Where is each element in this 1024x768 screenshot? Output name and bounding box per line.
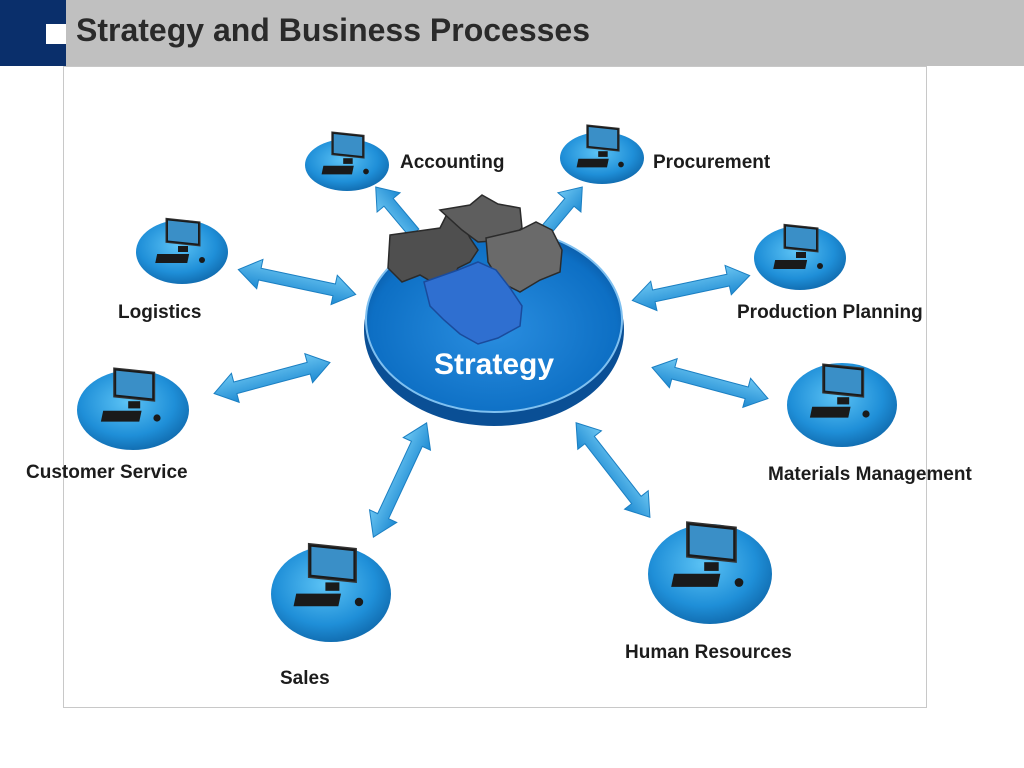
node-customer-service: [77, 367, 189, 450]
label-human-resources: Human Resources: [625, 642, 792, 663]
node-procurement: [560, 124, 644, 184]
node-human-resources: [648, 521, 772, 624]
label-accounting: Accounting: [400, 152, 505, 173]
arrow-customer-service: [209, 347, 335, 409]
page-title: Strategy and Business Processes: [76, 12, 591, 48]
node-materials-management: [787, 363, 897, 447]
strategy-hub: Strategy: [364, 194, 624, 426]
arrow-sales: [359, 416, 441, 544]
node-sales: [271, 542, 391, 642]
label-logistics: Logistics: [118, 302, 201, 323]
node-production-planning: [754, 223, 846, 290]
label-materials-management: Materials Management: [768, 464, 972, 485]
title-square-icon: [46, 24, 66, 44]
node-logistics: [136, 217, 228, 284]
arrow-human-resources: [563, 412, 663, 528]
strategy-label: Strategy: [434, 348, 554, 381]
label-customer-service: Customer Service: [26, 462, 188, 483]
arrow-production-planning: [628, 260, 754, 316]
node-accounting: [305, 131, 389, 191]
arrow-materials-management: [647, 352, 773, 414]
puzzle-icon: [387, 194, 563, 345]
label-production-planning: Production Planning: [737, 302, 923, 323]
label-procurement: Procurement: [653, 152, 771, 173]
label-sales: Sales: [280, 668, 330, 689]
title-bar: [0, 0, 1024, 66]
arrow-logistics: [234, 254, 360, 310]
